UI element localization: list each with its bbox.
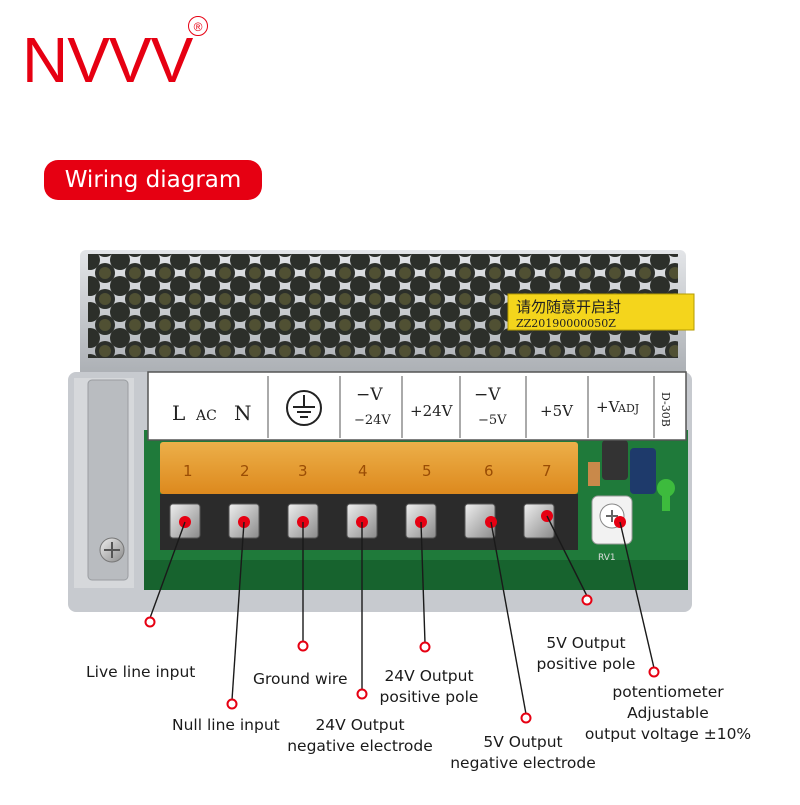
terminal-number-2: 2	[240, 462, 250, 480]
callout-null-line: Null line input	[172, 716, 280, 734]
label-minus-5v: −5V	[478, 413, 507, 428]
label-AC: AC	[195, 408, 217, 424]
ground-symbol-icon	[286, 390, 322, 426]
label-plus-v: +V	[596, 398, 621, 416]
sticker-line2: ZZ20190000050Z	[516, 317, 616, 330]
terminal-block	[160, 494, 578, 550]
callout-potentiometer: potentiometer Adjustable output voltage …	[576, 682, 760, 745]
callout-5v-negative-line2: negative electrode	[450, 753, 596, 772]
callout-end-markers	[144, 594, 660, 724]
terminal-number-5: 5	[422, 462, 432, 480]
callout-potentiometer-line2: Adjustable	[627, 703, 709, 722]
model-mark: D-30B	[659, 392, 672, 427]
callout-24v-positive: 24V Output positive pole	[374, 666, 484, 708]
label-adj: ADJ	[617, 402, 639, 415]
terminal-number-6: 6	[484, 462, 494, 480]
brand-logo: NVVV	[22, 24, 193, 96]
terminal-number-7: 7	[542, 462, 552, 480]
callout-5v-positive-line2: positive pole	[536, 654, 636, 673]
callout-lines	[149, 515, 655, 715]
callout-24v-negative-line1: 24V Output	[315, 716, 405, 734]
terminal-cover: 1 2 3 4 5 6 7	[160, 442, 578, 494]
terminal-label-strip: L AC N −V −24V +24V −V −5V +5V +V ADJ D-…	[147, 371, 687, 441]
label-L: L	[172, 401, 185, 425]
registered-mark: ®	[188, 16, 208, 36]
label-plus-5v: +5V	[540, 402, 574, 420]
terminal-number-1: 1	[183, 462, 193, 480]
callout-live-line: Live line input	[86, 663, 196, 681]
callout-5v-positive: 5V Output positive pole	[530, 633, 642, 675]
label-minus-v-2: −V	[474, 385, 501, 405]
callout-ground: Ground wire	[253, 670, 348, 688]
callout-potentiometer-line3: output voltage ±10%	[584, 724, 752, 743]
callout-24v-negative: 24V Output negative electrode	[285, 715, 435, 757]
callout-5v-negative: 5V Output negative electrode	[447, 732, 599, 774]
callout-potentiometer-line1: potentiometer	[612, 683, 724, 701]
label-plus-24v: +24V	[410, 402, 454, 420]
terminal-number-4: 4	[358, 462, 368, 480]
callout-5v-negative-line1: 5V Output	[483, 733, 563, 751]
label-N: N	[234, 401, 252, 425]
label-minus-v-1: −V	[356, 385, 383, 405]
callout-24v-positive-line2: positive pole	[379, 687, 479, 706]
callout-24v-positive-line1: 24V Output	[384, 667, 474, 685]
sticker-line1: 请勿随意开启封	[516, 298, 621, 316]
callout-24v-negative-line2: negative electrode	[287, 736, 433, 755]
wiring-diagram-badge: Wiring diagram	[44, 160, 262, 200]
terminal-number-3: 3	[298, 462, 308, 480]
label-minus-24v: −24V	[354, 413, 391, 428]
warning-sticker: 请勿随意开启封 ZZ20190000050Z	[507, 293, 695, 331]
callout-5v-positive-line1: 5V Output	[546, 634, 626, 652]
adj-marking: RV1	[598, 553, 616, 563]
